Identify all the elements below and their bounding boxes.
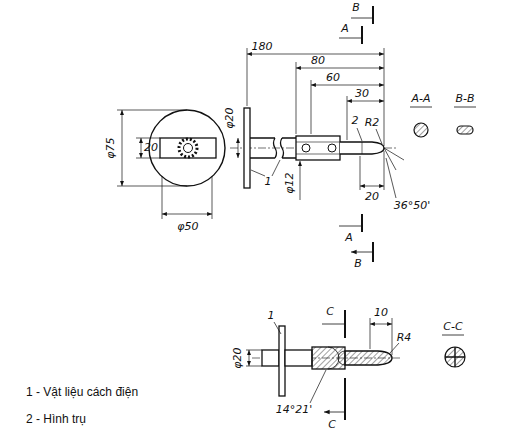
handle-shaft	[250, 138, 296, 158]
knuckle-arc	[328, 347, 345, 369]
finger-end	[184, 144, 193, 153]
extension-line	[360, 151, 384, 190]
callout-number: 2	[352, 115, 359, 127]
section-underline	[410, 107, 476, 108]
finger-joint	[296, 136, 340, 160]
section-c	[445, 347, 465, 367]
section-b	[457, 126, 473, 134]
dimension: 60	[326, 72, 340, 84]
dimension-line	[370, 324, 392, 325]
dimension-line	[300, 161, 301, 200]
dimension-line	[347, 101, 384, 102]
angle-label: 14°21'	[276, 404, 313, 416]
section-marks	[339, 6, 476, 262]
cutting-plane	[344, 310, 346, 420]
dimension: φ50	[177, 221, 198, 233]
dimension-line	[141, 138, 142, 158]
finger-tip	[345, 351, 392, 365]
dimension: φ12	[284, 172, 296, 193]
joint-pin	[302, 144, 310, 152]
handle-shaft	[262, 350, 279, 366]
section-letter: C	[328, 419, 336, 431]
front-view	[117, 110, 225, 219]
handle-bar	[160, 138, 216, 158]
guard-plate	[244, 108, 250, 188]
dimension: 20	[144, 142, 158, 154]
extension-line	[136, 138, 160, 158]
finger-end-teeth	[179, 139, 197, 157]
section-a	[414, 123, 428, 137]
cutting-plane	[362, 6, 373, 262]
callout-number: 1	[268, 310, 275, 322]
dimension: 80	[311, 55, 325, 67]
angle-leader	[384, 148, 404, 198]
radius-label: R2	[365, 117, 380, 129]
dimension-line	[122, 110, 123, 186]
dimension-line	[311, 85, 384, 86]
section-title: B-B	[456, 93, 475, 105]
extension-line	[247, 48, 384, 146]
section-cross	[445, 347, 465, 367]
radius-label: R4	[397, 332, 412, 344]
dimension: φ20	[232, 347, 244, 368]
finger-tip	[340, 142, 384, 154]
section-letter: C	[326, 306, 334, 318]
section-letter: B	[354, 258, 362, 270]
joint-slot	[296, 142, 340, 154]
callout-number: 1	[265, 176, 272, 188]
legend-note: 1 - Vật liệu cách điện	[26, 386, 138, 398]
section-letter: B	[352, 2, 360, 14]
dimension: φ75	[105, 137, 117, 158]
view-arrow	[339, 18, 373, 252]
dimension-line	[162, 214, 212, 215]
extension-line	[246, 350, 262, 366]
extension-line	[117, 110, 187, 186]
leader-line	[357, 128, 382, 144]
section-letter: A	[345, 232, 353, 244]
view-arrow	[322, 324, 345, 412]
sectional-view	[246, 310, 465, 420]
dimension-line	[296, 68, 384, 69]
extension-line	[162, 176, 212, 219]
section-title: C-C	[443, 321, 462, 333]
dimension-line	[360, 186, 384, 187]
dimension: 10	[374, 307, 388, 319]
section-underline	[442, 335, 464, 336]
leader-line	[390, 343, 399, 353]
dimension-line	[238, 138, 239, 158]
handle-shaft	[285, 350, 312, 366]
guard-disc	[149, 110, 225, 186]
angle-leader	[310, 370, 326, 403]
section-letter: A	[341, 23, 349, 35]
cylinder-edge	[362, 142, 363, 154]
leader-line	[251, 160, 280, 176]
dimension: φ20	[224, 107, 236, 128]
angle-label: 36°50'	[394, 200, 431, 212]
leader-line	[274, 322, 281, 334]
guard-plate	[279, 326, 285, 396]
joint-pin	[328, 144, 336, 152]
finger-joint	[312, 347, 345, 369]
dimension: 30	[355, 88, 369, 100]
dimension: 20	[365, 191, 379, 203]
extension-line	[370, 318, 392, 355]
dimension: 180	[252, 41, 273, 53]
side-view	[230, 48, 404, 200]
legend-note: 2 - Hình trụ	[26, 413, 86, 425]
section-title: A-A	[411, 93, 430, 105]
dimension-line	[249, 350, 250, 366]
